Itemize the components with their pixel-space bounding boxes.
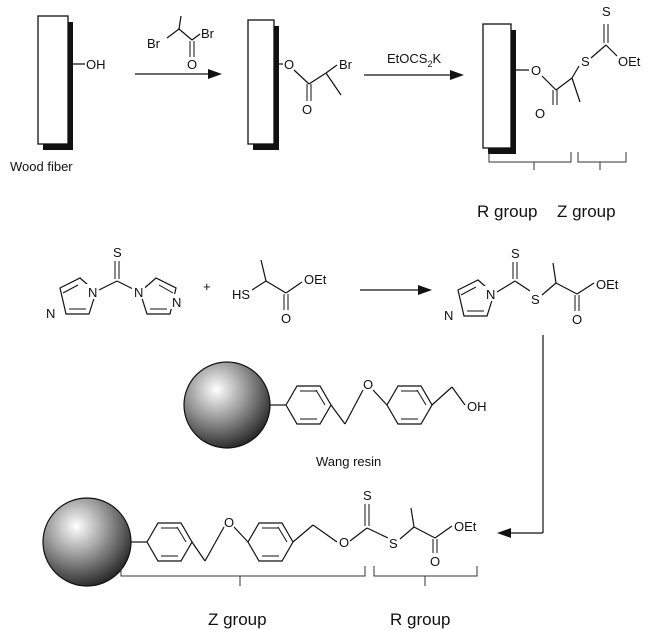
carbonyl-oxygen-label: O (572, 312, 582, 327)
z-group-label-bottom: Z group (208, 610, 267, 629)
ethoxy-label: OEt (454, 519, 477, 534)
ethyl-mercaptopropionate: HS O OEt (232, 259, 327, 326)
thioether-sulfur-label: S (389, 536, 398, 551)
xanthate-reagent-label: EtOCS2K (387, 51, 441, 69)
imidazole-n-label: N (134, 285, 143, 300)
r-group-label-top: R group (477, 202, 537, 221)
arrow-step-2 (364, 70, 464, 80)
imidazole-n-label: N (88, 285, 97, 300)
z-group-brace-top (577, 152, 627, 170)
plus-sign: + (203, 279, 211, 294)
carbonyl-oxygen-label: O (281, 311, 291, 326)
ethoxy-label: OEt (618, 54, 641, 69)
bromopropionyl-bromide: Br Br O (147, 15, 215, 72)
thione-sulfur-label: S (113, 245, 122, 260)
ester-oxygen-label: O (284, 57, 294, 72)
thione-sulfur-label: S (511, 246, 520, 261)
bromo-label: Br (339, 57, 353, 72)
thione-sulfur-label: S (602, 4, 611, 19)
r-group-brace-top (488, 152, 572, 170)
resin-bead (42, 497, 132, 587)
arrow-step-4 (497, 335, 544, 538)
wang-resin-caption: Wang resin (316, 454, 381, 469)
arrow-step-1 (135, 69, 222, 79)
wang-resin-raft-agent: O O S S O OEt (42, 488, 477, 587)
wang-resin: O OH Wang resin (183, 361, 487, 469)
wood-fiber-xanthate: O O S S OEt (482, 4, 641, 154)
r-group-brace-bottom (373, 566, 478, 586)
wood-fiber-start: OH Wood fiber (10, 15, 106, 174)
r-group-label-bottom: R group (390, 610, 450, 629)
ester-oxygen-label: O (531, 63, 541, 78)
z-group-brace-bottom (120, 566, 366, 586)
imidazole-n-label: N (46, 306, 55, 321)
thiocarbonyldiimidazole: N N S N N (44, 245, 184, 321)
wood-fiber-ester: O O Br (247, 19, 353, 150)
imidazole-thiocarbonyl-ester: N N S S O OEt (442, 246, 619, 327)
resin-bead (183, 361, 271, 449)
imidazole-n-label: N (486, 287, 495, 302)
hydroxyl-label: OH (467, 399, 487, 414)
carbonyl-oxygen-label: O (430, 554, 440, 569)
ether-oxygen-label: O (363, 377, 373, 392)
carbonyl-oxygen-label: O (302, 102, 312, 117)
imidazole-n-label: N (172, 295, 181, 310)
arrow-step-3 (360, 285, 432, 295)
imidazole-n-label: N (444, 308, 453, 323)
wood-fiber-caption: Wood fiber (10, 159, 73, 174)
ethoxy-label: OEt (304, 272, 327, 287)
thioether-sulfur-label: S (581, 54, 590, 69)
ether-oxygen-label: O (224, 515, 234, 530)
bromo-label: Br (147, 36, 161, 51)
ethoxy-label: OEt (596, 277, 619, 292)
ester-oxygen-label: O (339, 535, 349, 550)
thiol-label: HS (232, 287, 250, 302)
carbonyl-oxygen-label: O (187, 57, 197, 72)
carbonyl-oxygen-label: O (535, 106, 545, 121)
z-group-label-top: Z group (557, 202, 616, 221)
thione-sulfur-label: S (363, 488, 372, 503)
hydroxyl-label: OH (86, 57, 106, 72)
thioether-sulfur-label: S (531, 292, 540, 307)
acyl-bromide-label: Br (201, 26, 215, 41)
